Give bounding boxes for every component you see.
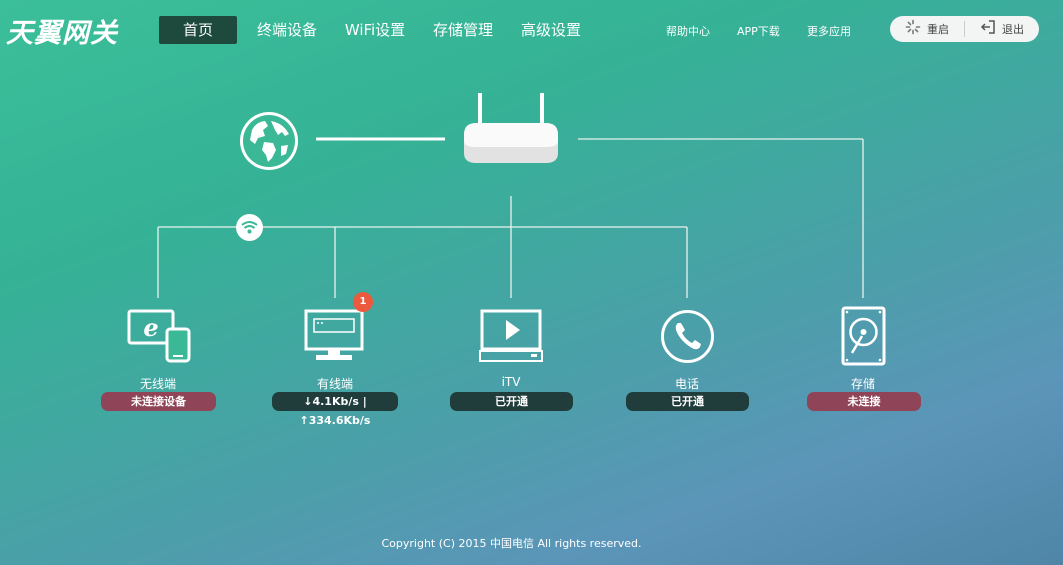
nav-storage-management[interactable]: 存储管理 [432, 21, 493, 39]
restart-label: 重启 [927, 23, 949, 36]
nav-advanced-settings[interactable]: 高级设置 [520, 21, 581, 39]
brand-logo: 天翼网关 [6, 18, 118, 49]
logout-icon [980, 19, 996, 39]
nav-terminal-devices[interactable]: 终端设备 [256, 21, 317, 39]
action-button-group: 重启 退出 [890, 16, 1039, 42]
phone-label: 电话 [674, 377, 699, 391]
wired-label: 有线端 [316, 377, 353, 391]
router-icon[interactable] [462, 93, 560, 165]
phone-icon[interactable] [660, 309, 715, 364]
wireless-label: 无线端 [139, 377, 176, 391]
wired-count-badge: 1 [353, 292, 373, 312]
app-download-link[interactable]: APP下载 [737, 25, 780, 38]
nav-wifi-settings[interactable]: WiFi设置 [344, 21, 406, 39]
copyright-text: Copyright (C) 2015 中国电信 All rights reser… [381, 537, 642, 550]
button-divider [964, 21, 965, 37]
spinner-icon [905, 19, 921, 39]
storage-label: 存储 [850, 377, 875, 391]
wired-status-badge: ↓4.1Kb/s | ↑334.6Kb/s [272, 392, 398, 427]
itv-status-badge: 已开通 [450, 392, 573, 411]
monitor-icon[interactable] [304, 309, 366, 363]
ie-mobile-icon[interactable]: e [127, 309, 191, 363]
harddisk-icon[interactable] [841, 306, 886, 366]
globe-icon[interactable] [238, 110, 300, 172]
logout-label: 退出 [1002, 23, 1024, 36]
tv-play-icon[interactable] [479, 309, 545, 363]
itv-label: iTV [501, 375, 521, 389]
logout-button[interactable]: 退出 [965, 16, 1039, 42]
wireless-status-badge: 未连接设备 [101, 392, 216, 411]
help-center-link[interactable]: 帮助中心 [666, 25, 710, 38]
nav-home[interactable]: 首页 [159, 16, 237, 44]
svg-text:e: e [143, 313, 158, 342]
restart-button[interactable]: 重启 [890, 16, 964, 42]
phone-status-badge: 已开通 [626, 392, 749, 411]
storage-status-badge: 未连接 [807, 392, 921, 411]
wifi-icon [236, 214, 263, 241]
more-apps-link[interactable]: 更多应用 [807, 25, 851, 38]
